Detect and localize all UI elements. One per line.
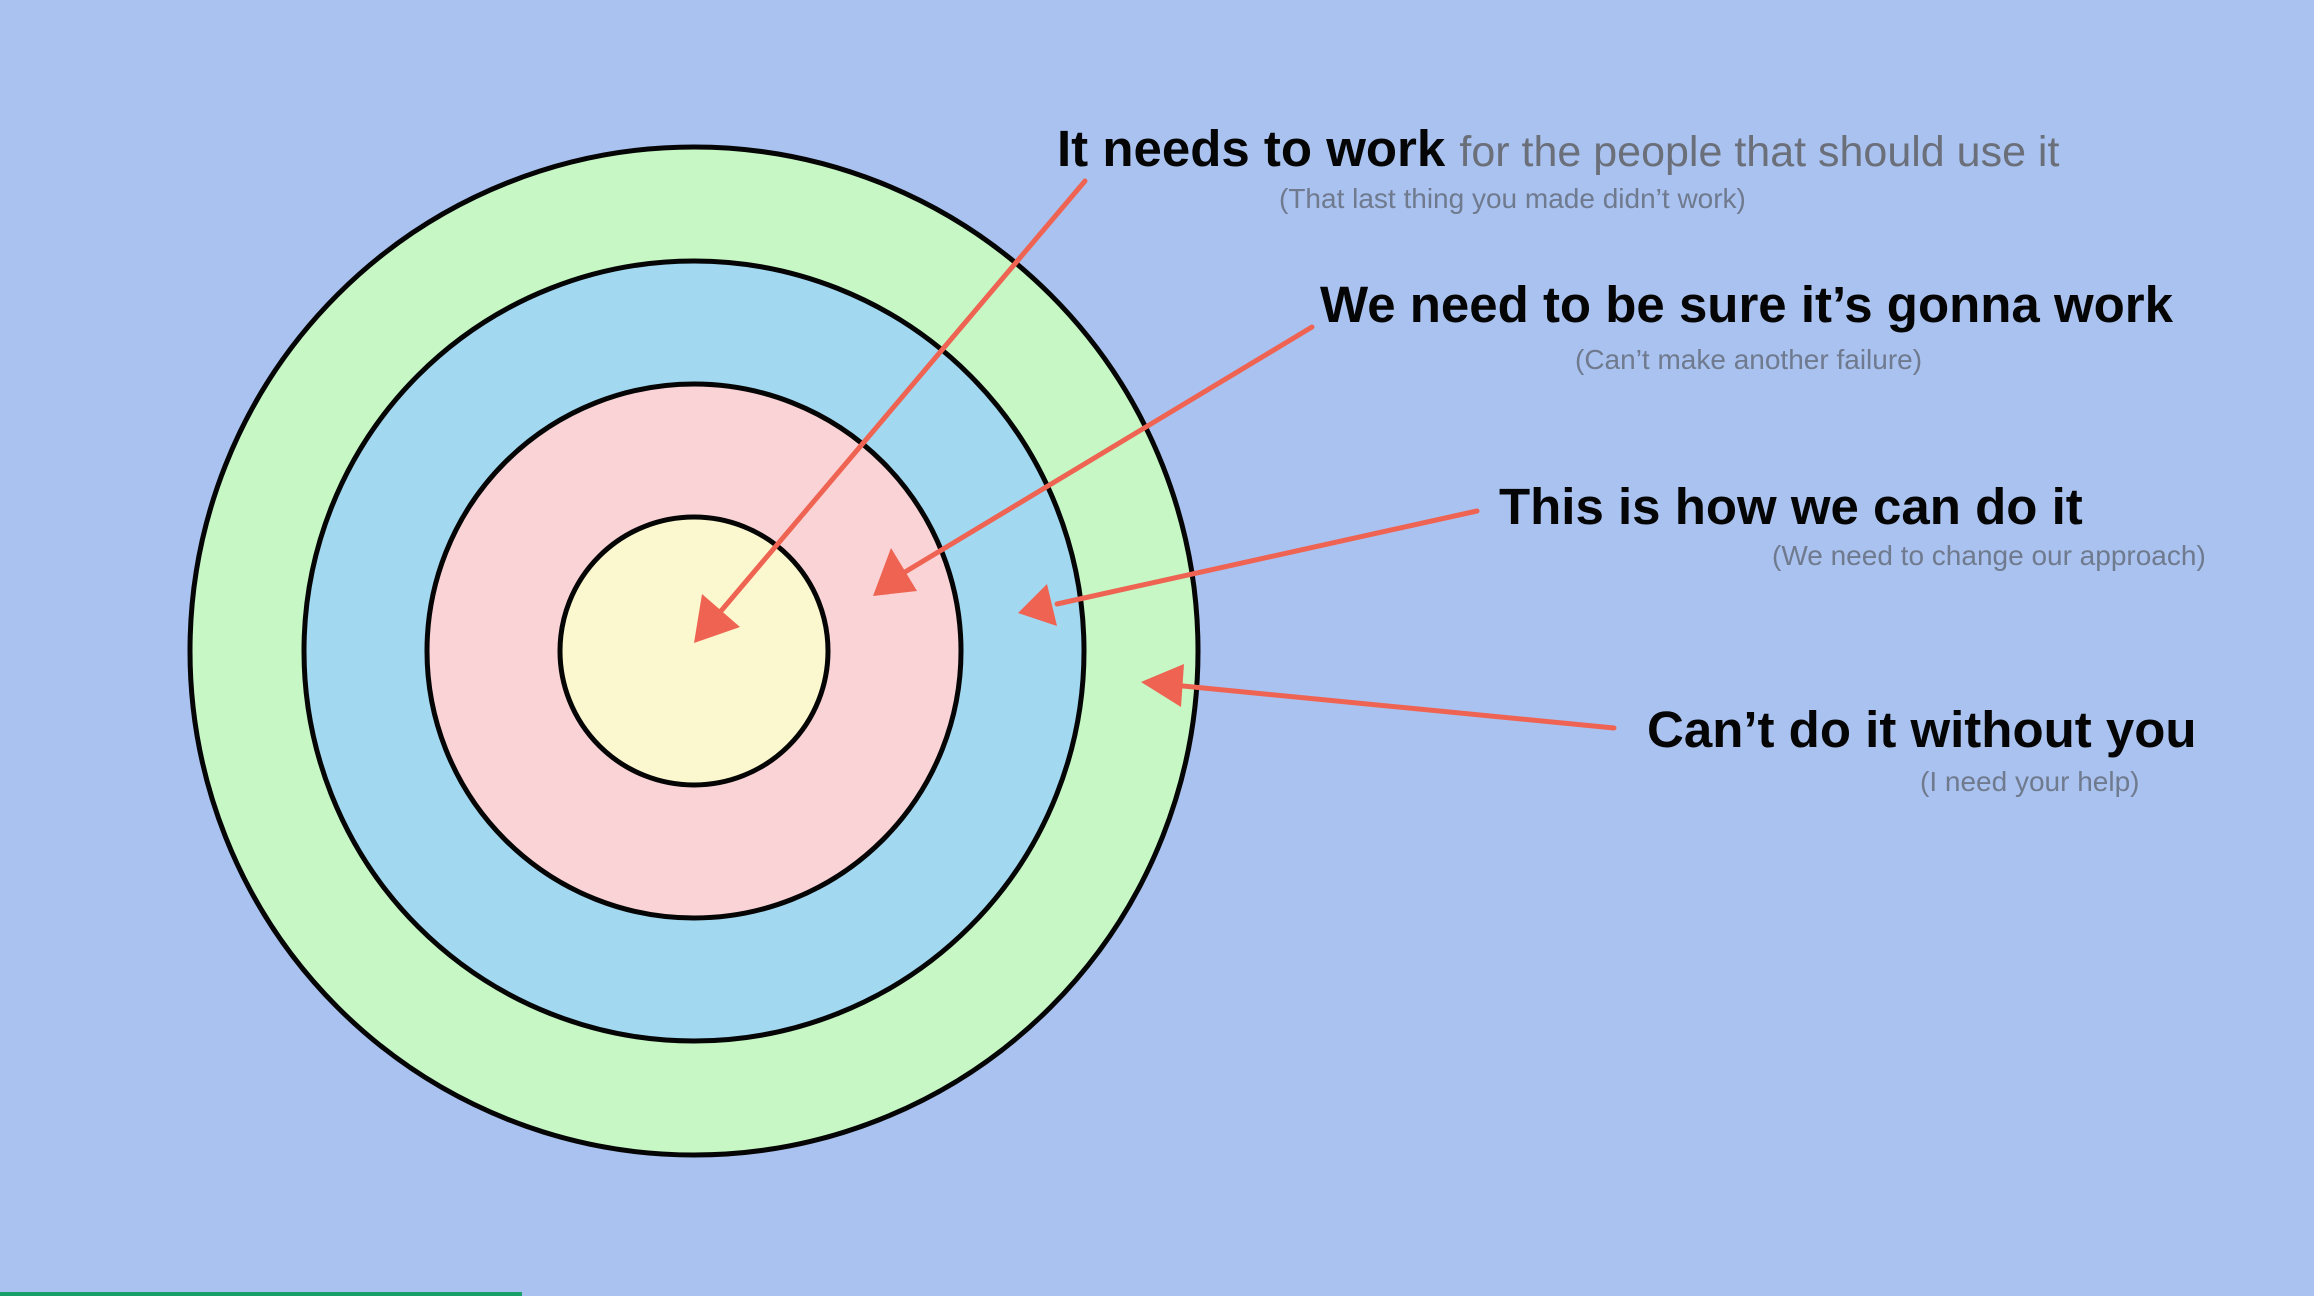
core-circle bbox=[557, 514, 831, 788]
arrow-to-core bbox=[694, 178, 1088, 643]
label-1-tail: for the people that should use it bbox=[1459, 128, 2060, 176]
arrow-to-second-ring bbox=[1018, 508, 1480, 626]
footer-accent-bar bbox=[0, 1292, 522, 1296]
arrow-to-third-ring bbox=[873, 324, 1315, 596]
arrow-to-outer-ring bbox=[1141, 664, 1617, 731]
label-4-title: Can’t do it without you bbox=[1647, 701, 2197, 758]
label-1-title: It needs to work for the people that sho… bbox=[1057, 123, 2059, 174]
label-1-heading: It needs to work bbox=[1057, 120, 1446, 177]
label-3-subtitle: (We need to change our approach) bbox=[1772, 540, 2206, 571]
label-1-subtitle: (That last thing you made didn’t work) bbox=[1279, 183, 1746, 214]
label-2-subtitle: (Can’t make another failure) bbox=[1575, 344, 1923, 375]
label-2-title: We need to be sure it’s gonna work bbox=[1320, 276, 2173, 333]
label-3-title: This is how we can do it bbox=[1499, 478, 2083, 535]
label-4-subtitle: (I need your help) bbox=[1920, 766, 2140, 797]
